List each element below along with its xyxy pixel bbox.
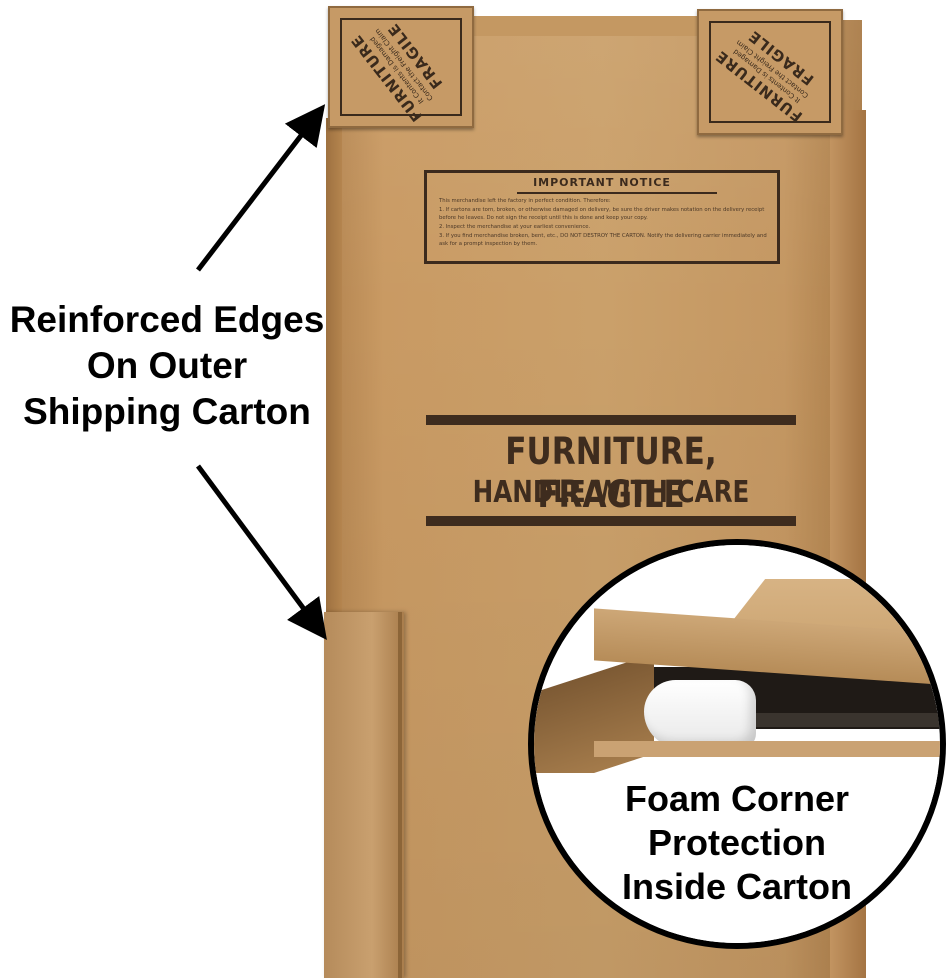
print-bar-bottom <box>426 516 796 526</box>
foam-corner-inset: Foam Corner Protection Inside Carton <box>528 539 946 949</box>
notice-body: This merchandise left the factory in per… <box>439 197 767 249</box>
handle-with-care: HANDLE WITH CARE <box>472 475 750 510</box>
corner-cap-left: FURNITURE It Contents is Damaged Contact… <box>328 6 474 128</box>
corner-board-edge <box>398 612 402 978</box>
notice-title: IMPORTANT NOTICE <box>533 176 671 189</box>
callout-line: Reinforced Edges <box>9 299 325 340</box>
carton-top-flap <box>470 16 700 36</box>
notice-line: This merchandise left the factory in per… <box>439 198 611 204</box>
inset-line: Foam Corner <box>624 778 850 819</box>
print-bar-top <box>426 415 796 425</box>
fragile-heading: FURNITURE, FRAGILE <box>505 430 717 516</box>
inset-furniture-rail <box>744 713 940 727</box>
inset-line: Inside Carton <box>621 866 853 907</box>
important-notice-box: IMPORTANT NOTICE This merchandise left t… <box>424 170 780 264</box>
corner-cap-right: FURNITURE It Contents is Damaged Contact… <box>697 9 843 135</box>
inset-line: Protection <box>647 822 826 863</box>
callout-line: Shipping Carton <box>23 391 311 432</box>
notice-line: 2. Inspect the merchandise at your earli… <box>439 224 591 230</box>
notice-line: 3. If you find merchandise broken, bent,… <box>439 233 767 247</box>
notice-line: 1. If cartons are torn, broken, or other… <box>439 207 765 221</box>
notice-rule <box>517 192 717 194</box>
corner-cap-frame <box>340 18 462 116</box>
arrow-up-icon <box>196 104 326 272</box>
foam-corner-label: Foam Corner Protection Inside Carton <box>534 773 940 943</box>
reinforced-corner-board <box>324 612 404 978</box>
callout-line: On Outer <box>86 345 248 386</box>
inset-carton-ledge <box>594 741 940 757</box>
corner-cap-frame <box>709 21 831 123</box>
foam-corner-piece <box>644 680 756 748</box>
reinforced-edges-callout: Reinforced Edges On Outer Shipping Carto… <box>0 297 334 435</box>
arrow-down-icon <box>195 464 327 641</box>
